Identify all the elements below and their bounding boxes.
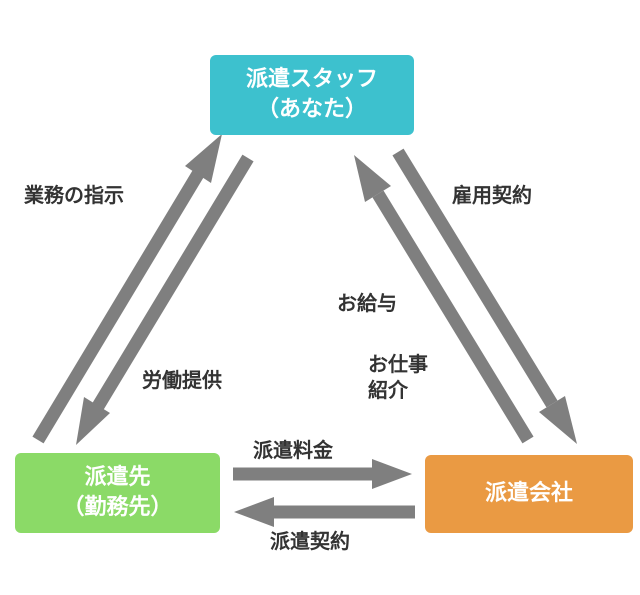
label-work-instructions: 業務の指示	[24, 183, 124, 207]
staff-title: 派遣スタッフ	[245, 67, 378, 92]
arrow-agency-to-staff	[354, 155, 534, 444]
label-dispatch-fee: 派遣料金	[253, 438, 333, 462]
agency-title: 派遣会社	[484, 481, 573, 506]
arrow-client-to-agency	[233, 459, 412, 489]
agency-node: 派遣会社	[425, 455, 633, 533]
client-title: 派遣先	[84, 465, 151, 490]
label-job-introduction: お仕事 紹介	[368, 351, 468, 403]
arrow-client-to-staff	[32, 134, 222, 444]
label-labor-provision: 労働提供	[142, 368, 222, 392]
label-job-introduction-line1: お仕事	[368, 352, 428, 376]
client-node: 派遣先 （勤務先）	[15, 453, 220, 533]
label-salary: お給与	[337, 291, 397, 315]
arrow-staff-to-agency	[392, 148, 577, 444]
staff-node: 派遣スタッフ （あなた）	[210, 55, 414, 135]
label-employment-contract: 雇用契約	[452, 183, 532, 207]
client-subtitle: （勤務先）	[62, 495, 173, 520]
label-dispatch-contract: 派遣契約	[270, 529, 350, 553]
staff-subtitle: （あなた）	[256, 97, 367, 122]
label-job-introduction-line2: 紹介	[368, 378, 408, 402]
arrow-staff-to-client	[76, 154, 254, 445]
arrow-agency-to-client	[234, 497, 415, 527]
